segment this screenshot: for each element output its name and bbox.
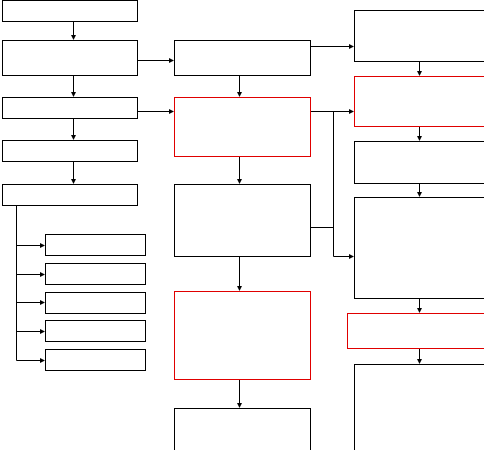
middle-box-1 xyxy=(174,40,311,76)
connector-middle2-right2 xyxy=(311,109,354,114)
sub-item-1 xyxy=(45,234,146,256)
middle-box-3 xyxy=(174,184,311,257)
left-box-4 xyxy=(2,140,138,162)
right-box-1 xyxy=(354,10,484,62)
connector-right-2-3 xyxy=(417,127,422,141)
connector-left-3-4 xyxy=(71,119,76,140)
middle-box-5 xyxy=(174,408,311,450)
sub-item-3 xyxy=(45,292,146,314)
connector-left-2-3 xyxy=(71,76,76,97)
middle-box-4-highlighted xyxy=(174,291,311,380)
right-box-6 xyxy=(354,364,484,450)
connector-middle-4-5 xyxy=(237,380,242,408)
connector-middle1-right1 xyxy=(311,44,354,49)
connector-left-4-5 xyxy=(71,162,76,184)
connector-left3-middle2 xyxy=(138,109,174,114)
connector-middle-2-3 xyxy=(237,157,242,184)
middle-box-2-highlighted xyxy=(174,97,311,157)
left-box-3 xyxy=(2,97,138,119)
connector-middle-3-4 xyxy=(237,257,242,291)
sub-item-4 xyxy=(45,320,146,342)
connector-left2-middle1 xyxy=(138,58,174,63)
left-box-5 xyxy=(2,184,138,206)
left-box-2 xyxy=(2,40,138,76)
sub-item-5 xyxy=(45,349,146,371)
connector-middle-1-2 xyxy=(237,76,242,97)
connector-subitems xyxy=(16,206,45,363)
right-box-5-highlighted xyxy=(347,313,484,349)
connector-right-5-6 xyxy=(417,349,422,364)
right-box-3 xyxy=(354,141,484,184)
connector-right-3-4 xyxy=(417,184,422,197)
connector-right-4-5 xyxy=(417,299,422,313)
sub-item-2 xyxy=(45,263,146,285)
right-box-2-highlighted xyxy=(354,76,484,127)
connector-left-1-2 xyxy=(71,22,76,40)
right-box-4 xyxy=(354,197,484,299)
connector-middle-bus-right4 xyxy=(311,111,354,259)
connector-right-1-2 xyxy=(417,62,422,76)
left-box-1 xyxy=(2,0,138,22)
